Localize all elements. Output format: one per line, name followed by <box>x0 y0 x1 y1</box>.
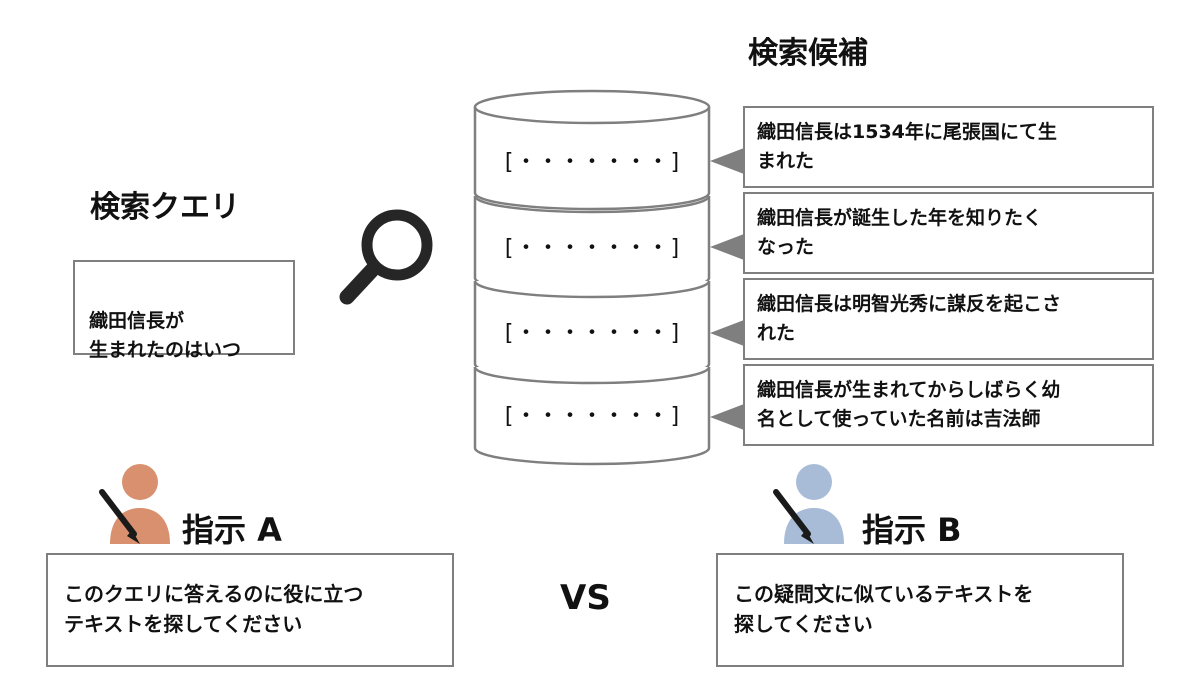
candidate-box-1: 織田信長は1534年に尾張国にて生 まれた <box>743 106 1154 188</box>
instruction-a-box: このクエリに答えるのに役に立つ テキストを探してください <box>46 553 454 667</box>
vs-label: VS <box>560 578 611 618</box>
magnifier-icon <box>339 209 433 305</box>
candidate-box-4: 織田信長が生まれてからしばらく幼 名として使っていた名前は吉法師 <box>743 364 1154 446</box>
person-a-icon <box>99 464 170 544</box>
candidate-text-2: 織田信長が誕生した年を知りたく なった <box>757 207 1043 258</box>
instruction-a-text: このクエリに答えるのに役に立つ テキストを探してください <box>64 582 364 636</box>
instruction-b-label: 指示 B <box>862 511 962 549</box>
vector-1: [・・・・・・・] <box>502 150 683 175</box>
pen-a-icon <box>99 489 140 544</box>
instruction-b-text: この疑問文に似ているテキストを 探してください <box>734 582 1034 636</box>
candidate-box-3: 織田信長は明智光秀に謀反を起こさ れた <box>743 278 1154 360</box>
instruction-a-label: 指示 A <box>182 511 282 549</box>
query-text: 織田信長が 生まれたのはいつ <box>89 310 242 361</box>
candidate-text-1: 織田信長は1534年に尾張国にて生 まれた <box>757 121 1057 172</box>
vector-2: [・・・・・・・] <box>502 236 683 261</box>
callout-pointer-1 <box>710 148 744 174</box>
candidate-text-4: 織田信長が生まれてからしばらく幼 名として使っていた名前は吉法師 <box>757 379 1061 430</box>
query-box: 織田信長が 生まれたのはいつ <box>73 260 295 361</box>
candidate-box-2: 織田信長が誕生した年を知りたく なった <box>743 192 1154 274</box>
callout-pointer-3 <box>710 320 744 346</box>
callout-pointer-4 <box>710 404 744 430</box>
instruction-b-box: この疑問文に似ているテキストを 探してください <box>716 553 1124 667</box>
vector-3: [・・・・・・・] <box>502 321 683 346</box>
vector-4: [・・・・・・・] <box>502 404 683 429</box>
person-b-icon <box>773 464 844 544</box>
candidates-heading: 検索候補 <box>748 36 868 71</box>
query-heading: 検索クエリ <box>90 190 240 225</box>
pen-b-icon <box>773 489 814 544</box>
database-icon: [・・・・・・・] [・・・・・・・] [・・・・・・・] [・・・・・・・] <box>473 89 711 466</box>
candidate-text-3: 織田信長は明智光秀に謀反を起こさ れた <box>757 293 1062 344</box>
callout-pointers <box>710 148 744 430</box>
callout-pointer-2 <box>710 234 744 260</box>
